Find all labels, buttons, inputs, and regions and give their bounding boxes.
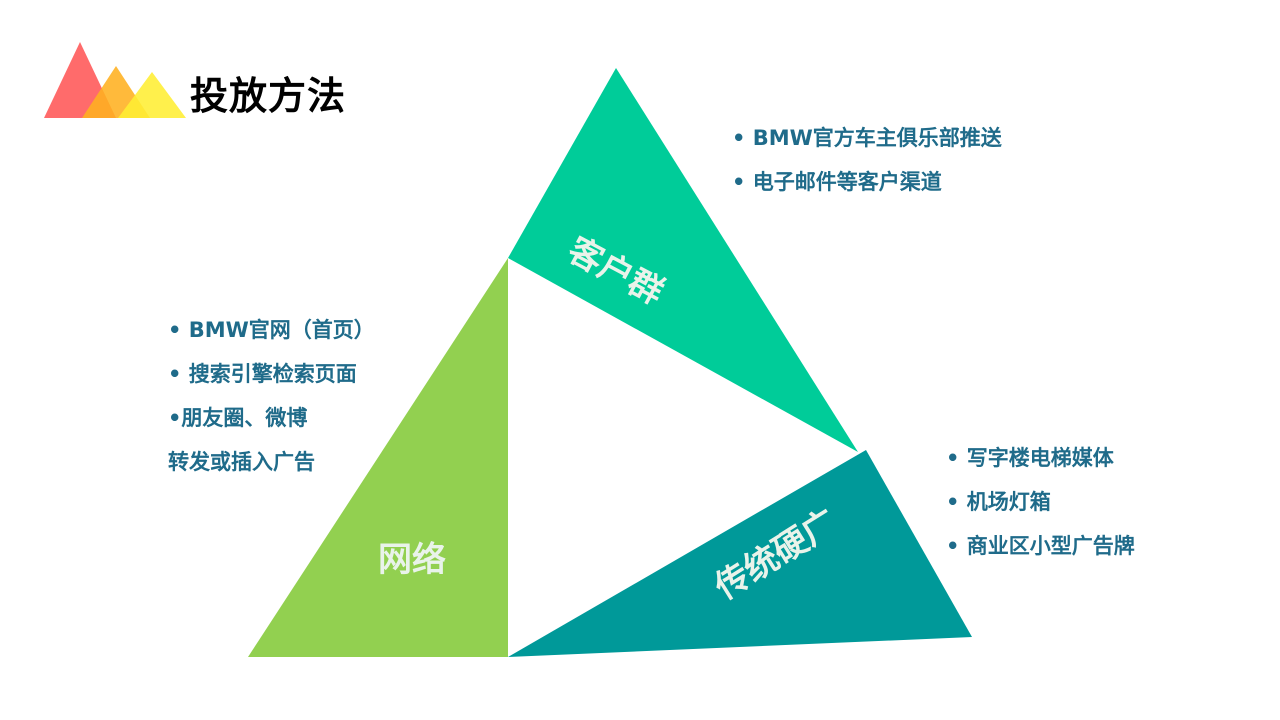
list-item: • BMW官方车主俱乐部推送 [732, 126, 1002, 150]
customer-segment-shape [508, 68, 858, 452]
logo-triangle-yellow [118, 72, 186, 118]
network-channel-list: • BMW官网（首页） • 搜索引擎检索页面 •朋友圈、微博 转发或插入广告 [168, 308, 375, 484]
list-item: • 机场灯箱 [946, 490, 1051, 514]
list-item: • 搜索引擎检索页面 [168, 362, 357, 386]
traditional-channel-list: • 写字楼电梯媒体 • 机场灯箱 • 商业区小型广告牌 [946, 436, 1135, 568]
network-segment-label: 网络 [378, 540, 446, 580]
list-item: •朋友圈、微博 [168, 406, 308, 430]
traditional-segment-shape [508, 450, 972, 657]
list-item: • 商业区小型广告牌 [946, 534, 1135, 558]
network-segment-shape [248, 258, 508, 657]
page-title: 投放方法 [190, 74, 347, 118]
logo-triangles-icon [44, 42, 186, 118]
list-item: • 电子邮件等客户渠道 [732, 170, 942, 194]
list-item: • 写字楼电梯媒体 [946, 446, 1114, 470]
customer-channel-list: • BMW官方车主俱乐部推送 • 电子邮件等客户渠道 [732, 116, 1002, 204]
list-item: 转发或插入广告 [168, 450, 315, 474]
list-item: • BMW官网（首页） [168, 318, 375, 342]
